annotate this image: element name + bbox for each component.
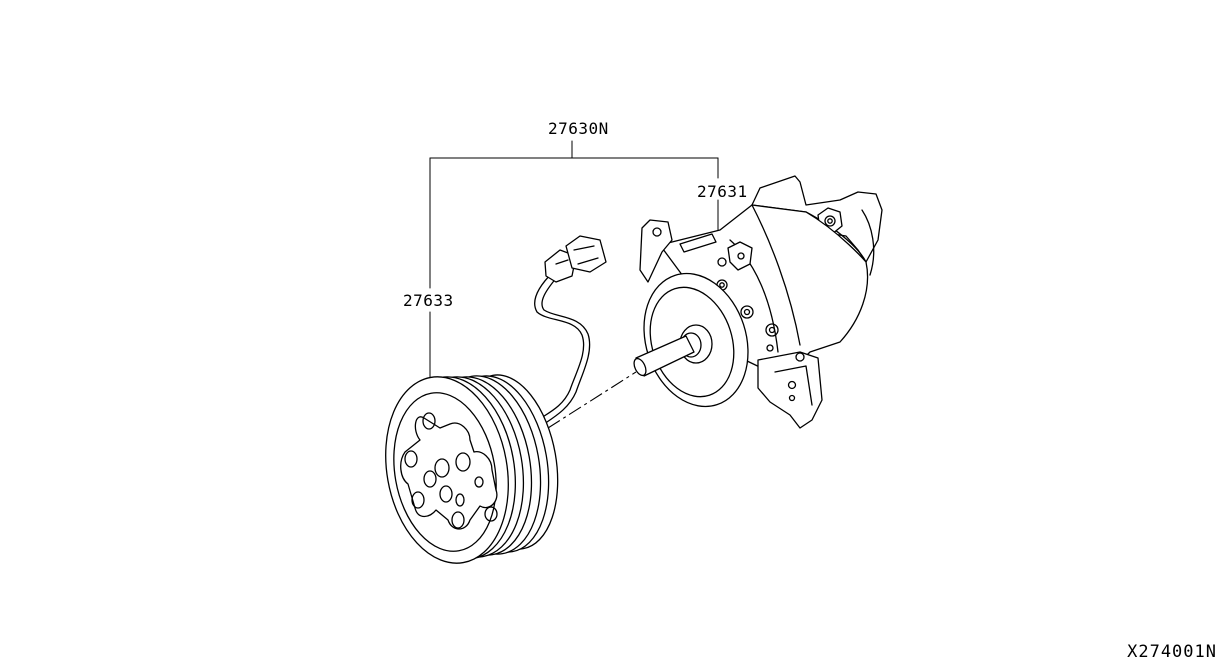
callout-label-assembly: 27630N <box>548 119 609 138</box>
assembly-centerline <box>547 371 637 429</box>
figure-code: X274001N <box>1127 642 1217 662</box>
callout-label-compressor: 27631 <box>697 182 748 201</box>
drive-shaft <box>633 335 695 377</box>
control-valve <box>679 233 753 271</box>
clutch-pulley <box>385 374 559 564</box>
wire-harness <box>534 235 607 425</box>
compressor-body <box>639 175 883 429</box>
callout-label-clutch: 27633 <box>403 291 454 310</box>
electrical-connector <box>544 235 607 283</box>
callout-bracket <box>429 140 719 386</box>
armature-plate <box>400 412 498 530</box>
